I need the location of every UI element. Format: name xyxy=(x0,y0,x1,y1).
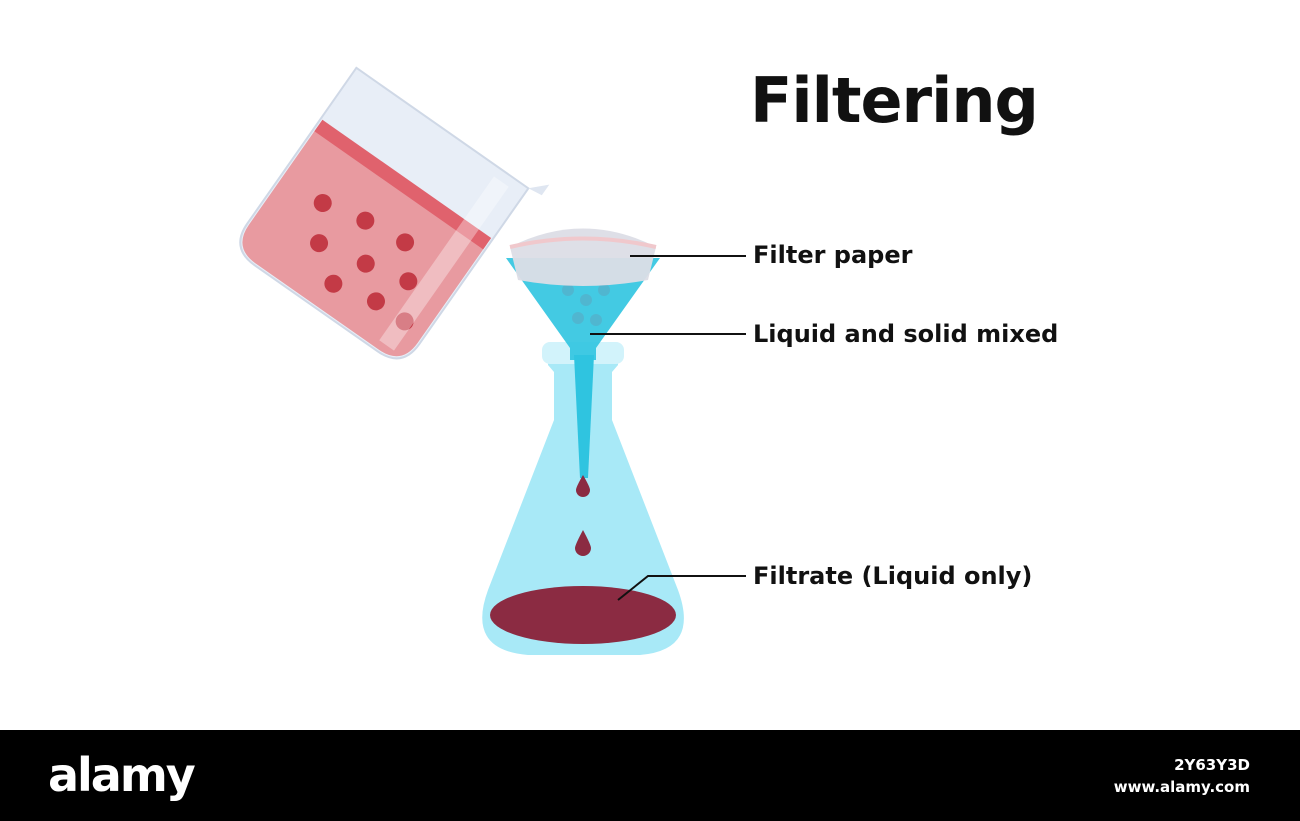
falling-drops xyxy=(575,475,591,556)
particle xyxy=(310,234,329,253)
image-id: 2Y63Y3D xyxy=(1174,756,1250,774)
filtration-illustration xyxy=(239,66,746,655)
particle xyxy=(356,211,375,230)
leader-filtrate xyxy=(617,575,746,601)
beaker-liquid xyxy=(242,126,487,357)
residue-dot xyxy=(590,314,602,326)
filtrate-pool xyxy=(490,586,676,644)
particle xyxy=(396,233,415,252)
site-url: www.alamy.com xyxy=(1113,778,1250,796)
residue-dot xyxy=(580,294,592,306)
particle xyxy=(395,312,414,331)
funnel-stem xyxy=(574,355,594,478)
diagram-title: Filtering xyxy=(750,64,1039,137)
label-filter-paper: Filter paper xyxy=(753,241,913,269)
particle xyxy=(399,272,418,291)
brand-logo: alamy xyxy=(48,748,196,802)
residue-dot xyxy=(572,312,584,324)
residue-dot xyxy=(562,284,574,296)
particle xyxy=(324,274,343,293)
flask-body xyxy=(482,345,684,655)
filter-paper-edge xyxy=(509,236,657,249)
label-filtrate: Filtrate (Liquid only) xyxy=(753,562,1033,590)
drop xyxy=(576,475,590,497)
residue-dot xyxy=(598,284,610,296)
drop xyxy=(575,530,591,556)
beaker-highlight xyxy=(379,176,509,351)
particle xyxy=(313,194,332,213)
label-liquid-solid-mixed: Liquid and solid mixed xyxy=(753,320,1059,348)
leader-lines xyxy=(590,255,746,601)
watermark-bar: alamy 2Y63Y3D www.alamy.com xyxy=(0,730,1300,821)
residue xyxy=(562,284,610,326)
beaker xyxy=(239,66,550,360)
particle xyxy=(356,254,375,273)
diagram-canvas: Filtering Filter paper Liquid and solid … xyxy=(239,64,1059,655)
particle xyxy=(366,292,385,311)
suspended-particles xyxy=(310,194,418,331)
filter-paper xyxy=(510,228,656,286)
beaker-liquid-surface xyxy=(314,119,492,250)
funnel xyxy=(506,228,660,478)
image-info: 2Y63Y3D www.alamy.com xyxy=(1114,754,1250,798)
beaker-spout xyxy=(528,184,550,196)
